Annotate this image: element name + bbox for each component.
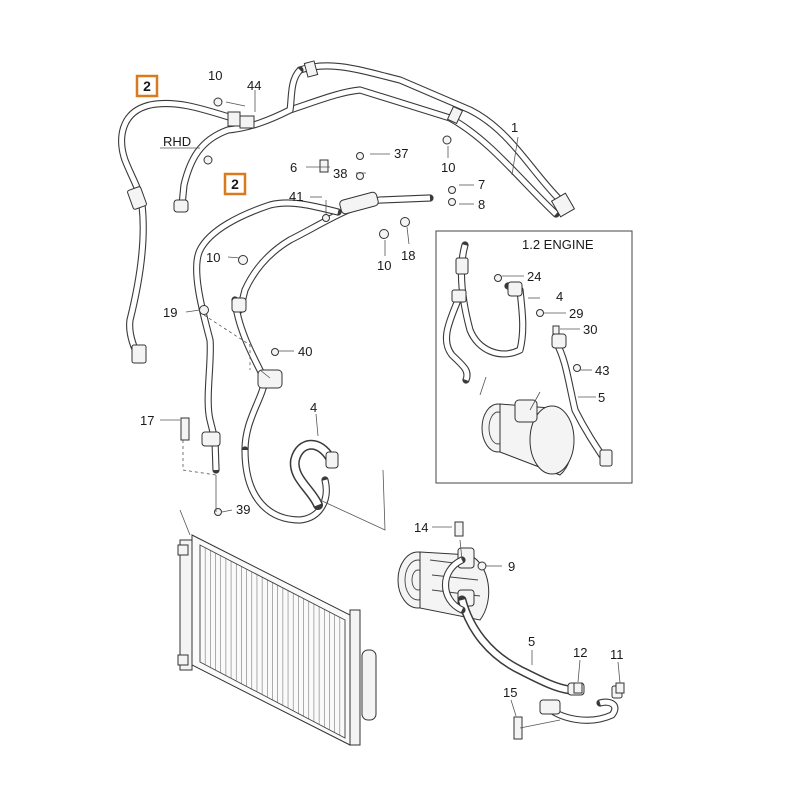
label-p18: 18 bbox=[401, 248, 415, 263]
label-p39: 39 bbox=[236, 502, 250, 517]
label-p19: 19 bbox=[163, 305, 177, 320]
mount-lines bbox=[179, 314, 561, 729]
label-p41: 41 bbox=[289, 189, 303, 204]
inset-labels: 1.2 ENGINE 24 4 29 30 43 5 bbox=[522, 237, 609, 405]
label-p1: 1 bbox=[511, 120, 518, 135]
label-p8: 8 bbox=[478, 197, 485, 212]
inset-label-p5: 5 bbox=[598, 390, 605, 405]
inset-label-p4: 4 bbox=[556, 289, 563, 304]
hose-part-4 bbox=[289, 439, 339, 510]
label-p37: 37 bbox=[394, 146, 408, 161]
label-p11: 11 bbox=[610, 647, 624, 662]
label-p7: 7 bbox=[478, 177, 485, 192]
inset-label-p29: 29 bbox=[569, 306, 583, 321]
pipe-part-2-main bbox=[193, 191, 434, 524]
inset-label-p30: 30 bbox=[583, 322, 597, 337]
label-p10a: 10 bbox=[208, 68, 222, 83]
inset-1-2-engine bbox=[435, 230, 633, 484]
label-p40: 40 bbox=[298, 344, 312, 359]
label-p14: 14 bbox=[414, 520, 428, 535]
inset-title: 1.2 ENGINE bbox=[522, 237, 594, 252]
label-p15: 15 bbox=[503, 685, 517, 700]
label-p10d: 10 bbox=[206, 250, 220, 265]
compressor bbox=[397, 547, 490, 621]
label-p17: 17 bbox=[140, 413, 154, 428]
callout-upper-left: 2 bbox=[135, 74, 159, 98]
part-labels: RHD 1 10 44 10 37 6 38 41 7 8 18 10 10 1… bbox=[140, 68, 624, 700]
inset-label-p43: 43 bbox=[595, 363, 609, 378]
label-p5: 5 bbox=[528, 634, 535, 649]
label-rhd: RHD bbox=[163, 134, 191, 149]
leader-lines bbox=[160, 90, 621, 717]
callout-upper-left-text: 2 bbox=[143, 78, 151, 94]
callout-middle-text: 2 bbox=[231, 176, 239, 192]
label-p9: 9 bbox=[508, 559, 515, 574]
label-p4: 4 bbox=[310, 400, 317, 415]
label-p44: 44 bbox=[247, 78, 261, 93]
label-p6: 6 bbox=[290, 160, 297, 175]
label-p10c: 10 bbox=[377, 258, 391, 273]
callout-middle: 2 bbox=[223, 172, 247, 196]
label-p12: 12 bbox=[573, 645, 587, 660]
label-p10b: 10 bbox=[441, 160, 455, 175]
condenser bbox=[177, 534, 377, 746]
hose-part-5 bbox=[442, 556, 623, 724]
inset-label-p24: 24 bbox=[527, 269, 541, 284]
pipe-part-2-rhd bbox=[118, 99, 255, 364]
label-p38: 38 bbox=[333, 166, 347, 181]
